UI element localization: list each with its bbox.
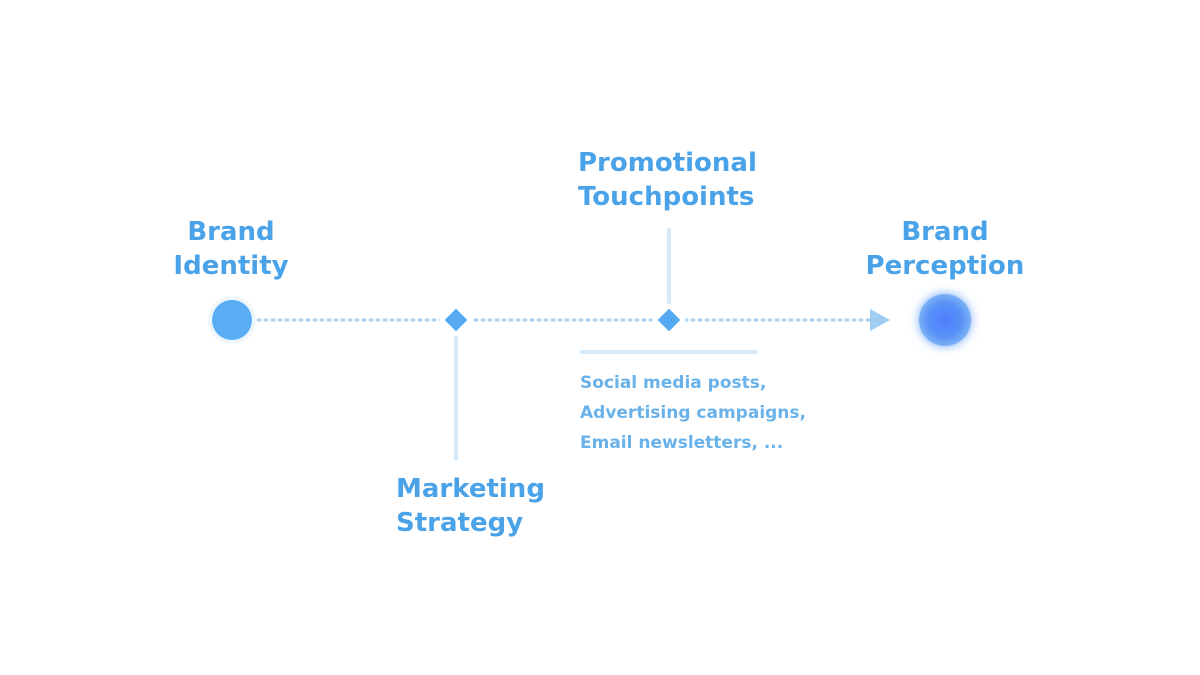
touchpoint-example: Email newsletters, ... xyxy=(580,433,784,453)
promotional-touchpoints-diamond xyxy=(657,308,681,332)
marketing-strategy-label: Marketing Strategy xyxy=(396,472,545,540)
flow-arrow-head xyxy=(870,309,890,331)
brand-perception-label-line1: Brand xyxy=(901,217,989,247)
marketing-strategy-label-line2: Strategy xyxy=(396,508,524,538)
promotional-touchpoints-label: Promotional Touchpoints xyxy=(578,146,757,214)
touchpoint-example: Social media posts, xyxy=(580,373,767,393)
brand-perception-label: Brand Perception xyxy=(856,215,1034,283)
brand-identity-node xyxy=(212,300,252,340)
touchpoint-example: Advertising campaigns, xyxy=(580,403,806,423)
brand-perception-label-line2: Perception xyxy=(865,251,1025,281)
marketing-strategy-diamond xyxy=(444,308,468,332)
brand-identity-label-line1: Brand xyxy=(187,217,275,247)
promotional-touchpoints-label-line2: Touchpoints xyxy=(578,182,755,212)
touchpoint-examples: Social media posts, Advertising campaign… xyxy=(580,368,806,458)
marketing-strategy-label-line1: Marketing xyxy=(396,474,545,504)
brand-identity-label: Brand Identity xyxy=(146,215,316,283)
brand-perception-node xyxy=(919,294,971,346)
brand-identity-label-line2: Identity xyxy=(173,251,289,281)
promotional-touchpoints-label-line1: Promotional xyxy=(578,148,757,178)
